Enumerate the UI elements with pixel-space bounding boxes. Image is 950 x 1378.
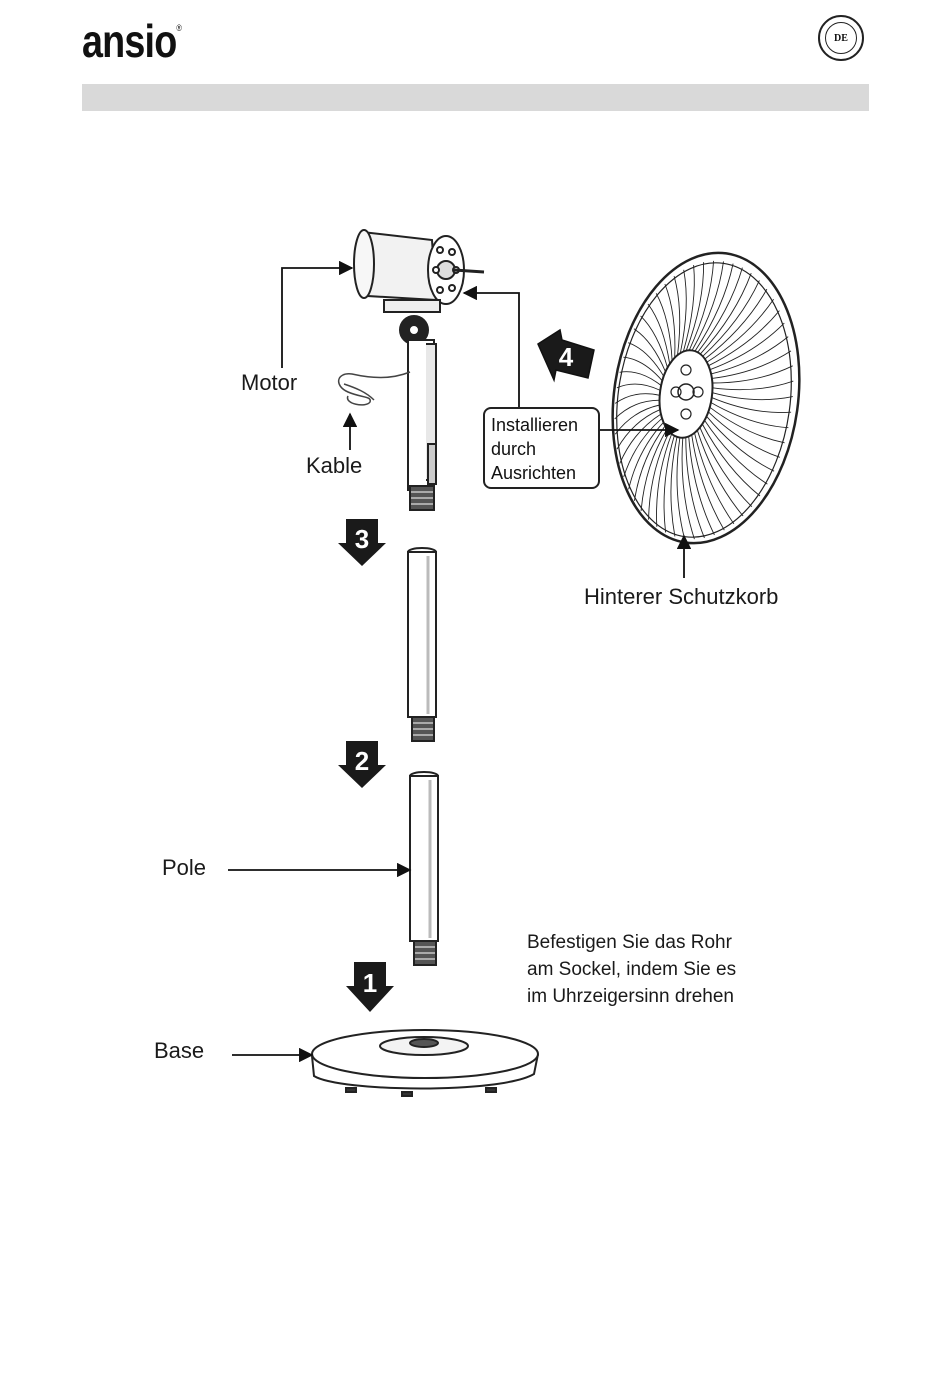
callout-line: Installieren — [491, 413, 592, 437]
guard-spoke — [712, 351, 791, 379]
note-line: Befestigen Sie das Rohr — [527, 929, 736, 956]
fan-base — [312, 1030, 538, 1096]
lower-pole — [410, 772, 438, 965]
guard-spoke — [692, 261, 723, 350]
step-number-2: 2 — [355, 746, 369, 776]
guard-spoke — [634, 426, 665, 501]
guard-spoke — [615, 400, 660, 419]
step-number-1: 1 — [363, 968, 377, 998]
guard-spoke — [634, 329, 666, 372]
assembly-note: Befestigen Sie das Rohr am Sockel, indem… — [527, 929, 736, 1010]
guard-spoke — [682, 438, 694, 539]
guard-spoke — [623, 357, 662, 381]
callout-line: durch — [491, 437, 592, 461]
guard-spoke — [664, 436, 674, 533]
install-callout: Installieren durch Ausrichten — [483, 407, 600, 489]
guard-spoke — [620, 372, 662, 386]
motor-unit — [354, 230, 484, 510]
label-cable: Kable — [306, 453, 362, 479]
guard-spoke — [705, 420, 768, 484]
guard-spoke — [615, 394, 660, 404]
guard-spoke — [617, 384, 660, 390]
guard-spoke — [712, 398, 791, 413]
label-base: Base — [154, 1038, 204, 1064]
guard-spoke — [711, 337, 788, 374]
power-cable — [339, 372, 410, 405]
guard-spoke — [708, 412, 780, 458]
label-pole: Pole — [162, 855, 206, 881]
note-line: am Sockel, indem Sie es — [527, 956, 736, 983]
upper-pole — [408, 548, 436, 741]
guard-spoke — [712, 393, 793, 400]
note-line: im Uhrzeigersinn drehen — [527, 983, 736, 1010]
guard-spoke — [700, 273, 751, 354]
callout-line: Ausrichten — [491, 461, 592, 485]
label-rear-guard: Hinterer Schutzkorb — [584, 584, 778, 610]
rear-guard — [595, 241, 818, 556]
guard-spoke — [680, 270, 686, 353]
step-number-4: 4 — [559, 342, 574, 372]
guard-spoke — [641, 429, 667, 511]
guard-spoke — [689, 436, 715, 535]
guard-spoke — [656, 293, 672, 360]
guard-spoke — [702, 424, 760, 496]
step-number-3: 3 — [355, 524, 369, 554]
guard-spoke — [641, 316, 668, 368]
guard-spoke — [712, 366, 792, 383]
label-motor: Motor — [241, 370, 297, 396]
guard-spoke — [707, 299, 774, 362]
guard-spoke — [671, 437, 677, 537]
guard-spoke — [709, 311, 780, 366]
guard-spoke — [648, 304, 670, 364]
